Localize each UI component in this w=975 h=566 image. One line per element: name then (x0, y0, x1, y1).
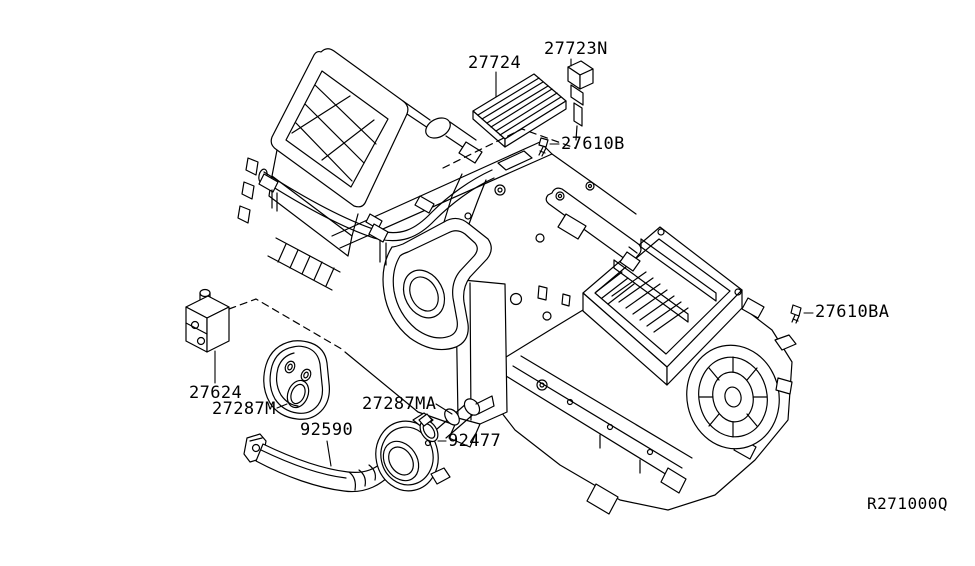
center-duct-elbow (382, 173, 492, 351)
part-label-27287m: 27287M (212, 399, 276, 419)
part-label-27610b: 27610B (561, 134, 625, 154)
screw-27610ba (790, 304, 802, 324)
blower-inlet-flange (375, 412, 451, 492)
part-label-27610ba: 27610BA (815, 302, 890, 322)
part-label-27724: 27724 (468, 53, 522, 73)
center-body-panel (448, 279, 508, 448)
vent-slat-band (267, 237, 341, 291)
filter-pleats (477, 77, 562, 136)
cabin-filter (472, 73, 567, 148)
assembly-guide-lines (228, 128, 576, 352)
top-duct-bar (545, 187, 642, 272)
mounting-foot (586, 483, 619, 515)
hose-clamp (418, 413, 439, 443)
heater-pipes (258, 168, 495, 266)
intake-sensor (567, 60, 594, 141)
intake-housing (237, 48, 483, 291)
figure-code: R271000Q (867, 494, 949, 513)
drain-grommet (263, 340, 330, 420)
screw-27610b (538, 137, 549, 157)
blower-housing (686, 334, 797, 450)
part-label-27287ma: 27287MA (362, 394, 437, 414)
part-label-27624: 27624 (189, 383, 243, 403)
intake-grille-slats (291, 84, 377, 182)
evaporator-fins (595, 271, 689, 333)
part-label-92590: 92590 (300, 420, 354, 440)
leader-lines (214, 58, 814, 467)
part-label-92477: 92477 (448, 431, 502, 451)
expansion-valve (185, 288, 230, 353)
part-label-27723n: 27723N (544, 39, 608, 59)
vent-pipe (436, 395, 495, 439)
mounting-foot (660, 467, 687, 494)
